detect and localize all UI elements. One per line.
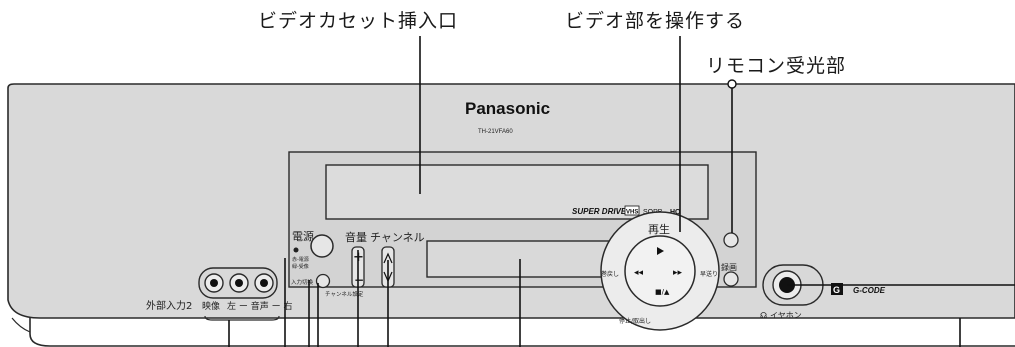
record-label: 録画	[721, 262, 737, 272]
headphone-label: イヤホン	[770, 311, 802, 320]
volume-minus-icon: −	[354, 273, 364, 287]
stop-eject-icon: ■/▲	[655, 288, 670, 296]
brand-logo: Panasonic	[465, 99, 550, 118]
channel-up-icon	[383, 252, 393, 264]
input-switch-label: 入力切換	[291, 278, 314, 286]
ext-input-label: 外部入力2	[146, 299, 192, 312]
svg-text:G: G	[833, 285, 840, 295]
remote-sensor-callout: リモコン受光部	[706, 55, 847, 77]
power-label: 電源	[292, 229, 314, 243]
volume-label: 音量	[345, 230, 367, 244]
play-icon	[657, 247, 664, 255]
channel-setup-label: チャンネル設定	[325, 290, 364, 298]
cassette-slot-callout: ビデオカセット挿入口	[258, 10, 459, 32]
fast-forward-icon: ▸▸	[673, 268, 683, 278]
vcr-dpad[interactable]	[624, 235, 696, 307]
gcode-label: G-CODE	[853, 286, 886, 295]
power-sub-red: 赤-電源	[292, 256, 309, 263]
input-switch-button[interactable]	[315, 273, 331, 289]
record-button[interactable]	[723, 271, 739, 287]
power-sub-green: 緑-受像	[292, 263, 309, 270]
hq-label: HQ	[670, 209, 681, 216]
channel-label: チャンネル	[370, 231, 425, 244]
super-drive-logo: SUPER DRIVE	[572, 207, 627, 216]
vhs-badge: VHS	[626, 210, 638, 216]
video-jack-label: 映像	[202, 300, 220, 312]
headphone-icon: ☊	[760, 311, 767, 320]
stop-eject-label: 停止/取出し	[619, 317, 651, 325]
rewind-label: 巻戻し	[601, 270, 619, 278]
cassette-slot[interactable]	[325, 164, 709, 220]
power-indicator	[293, 247, 299, 253]
play-label: 再生	[648, 222, 670, 236]
gcode-badge	[831, 283, 843, 295]
power-button[interactable]	[310, 234, 334, 258]
rewind-icon: ◂◂	[634, 268, 644, 278]
tv-base	[29, 318, 1015, 347]
model-number: TH-21VFA60	[478, 129, 513, 135]
fast-forward-label: 早送り	[700, 270, 718, 278]
remote-sensor	[723, 232, 739, 248]
audio-jack-label: 左 ー 音声 ー 右	[227, 300, 292, 312]
video-controls-callout: ビデオ部を操作する	[565, 10, 746, 32]
